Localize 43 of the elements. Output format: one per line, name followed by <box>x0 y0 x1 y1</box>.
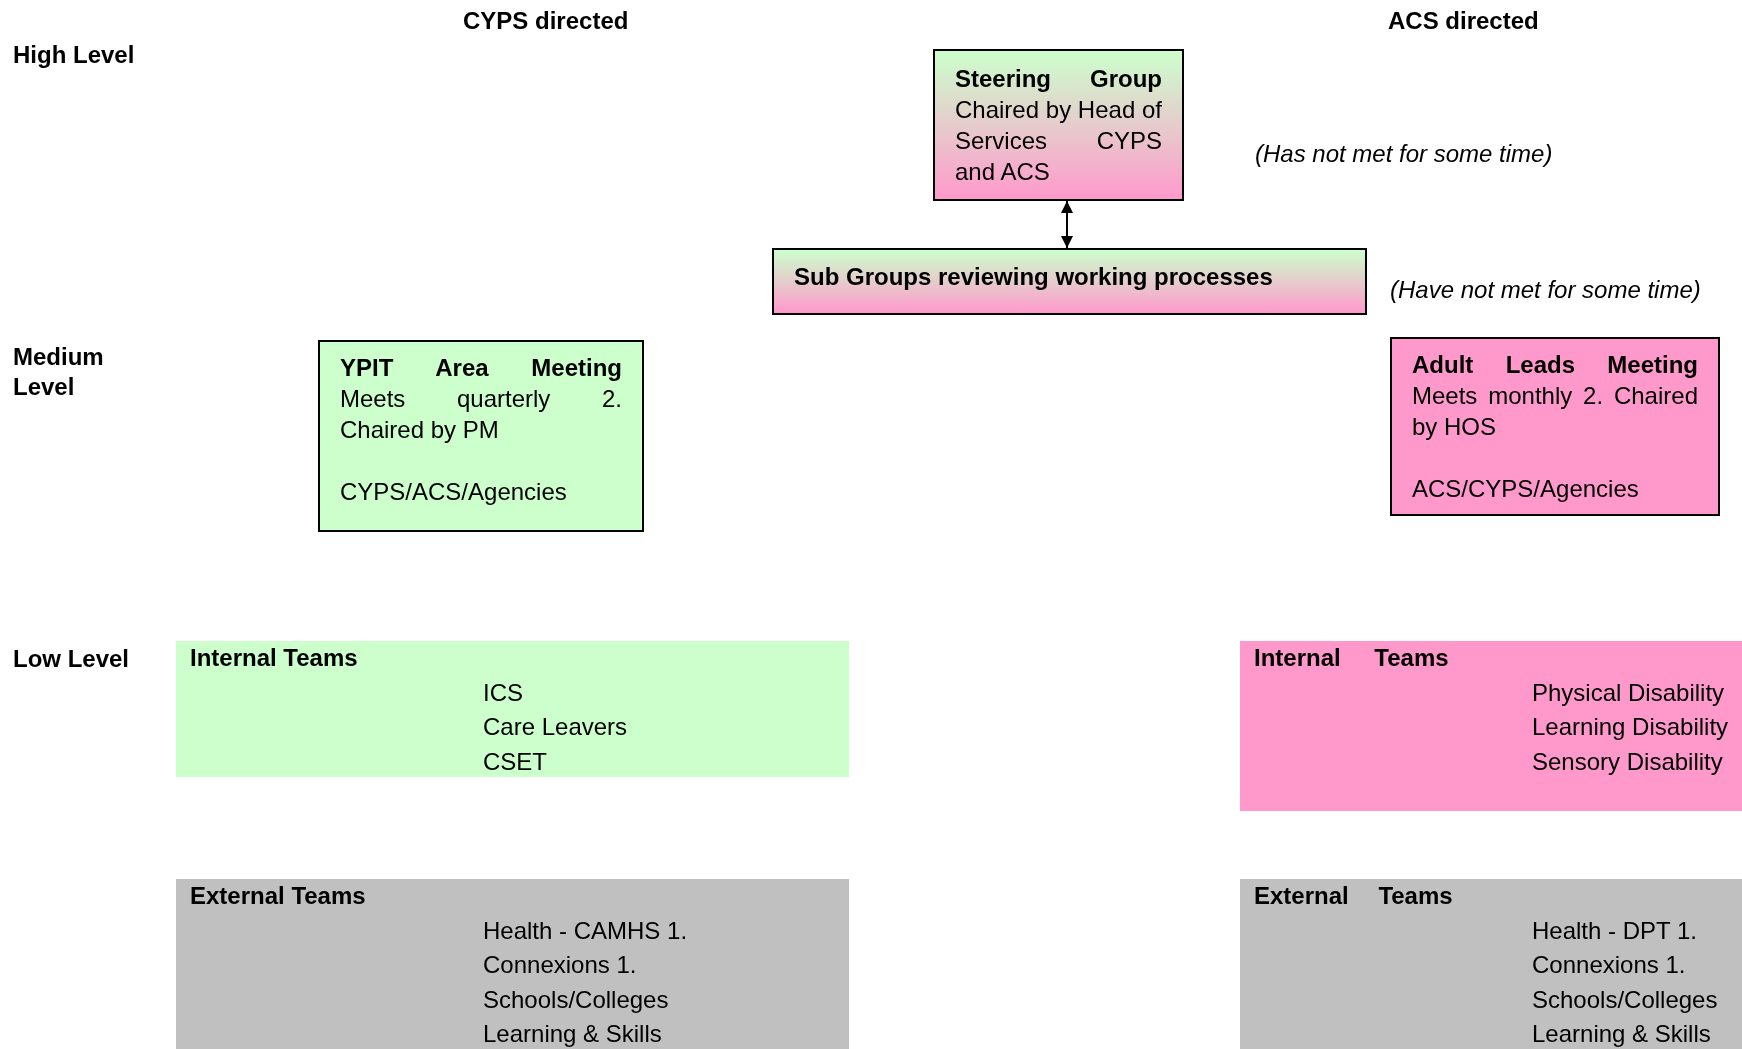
team-name: CSET <box>482 746 548 777</box>
box-text: ACS/CYPS/Agencies <box>1412 474 1640 504</box>
box-text: CYPS/ACS/Agencies <box>340 477 568 507</box>
box-text: Meets monthly 2. Chaired by HOS <box>1412 381 1698 442</box>
box-text: Chaired by Head of Services CYPS and ACS <box>955 95 1162 187</box>
team-name: Learning & Skills <box>1531 1019 1712 1049</box>
meeting-box <box>1390 337 1720 516</box>
team-name: Connexions 1. <box>482 950 638 980</box>
box-heading: Adult Leads Meeting <box>1412 350 1698 380</box>
team-name: Health - CAMHS 1. <box>482 915 689 946</box>
note: (Have not met for some time) <box>1390 275 1701 305</box>
team-name: Health - DPT 1. <box>1531 915 1698 946</box>
team-name: Sensory Disability <box>1531 746 1724 777</box>
team-name: Learning & Skills <box>482 1019 663 1049</box>
panel-heading: External Teams <box>1254 881 1454 911</box>
team-name: Learning Disability <box>1531 712 1730 742</box>
column-heading: CYPS directed <box>463 6 629 36</box>
panel-heading: Internal Teams <box>1254 643 1450 673</box>
level-label: Low Level <box>13 644 130 674</box>
team-panel <box>1240 879 1742 1049</box>
team-name: ICS <box>482 677 524 708</box>
team-name: Schools/Colleges <box>482 984 670 1015</box>
note: (Has not met for some time) <box>1255 139 1553 169</box>
meeting-box <box>318 340 644 532</box>
team-name: Physical Disability <box>1531 677 1726 708</box>
team-name: Connexions 1. <box>1531 950 1687 980</box>
process-box <box>772 248 1367 315</box>
team-panel <box>176 641 849 777</box>
team-panel <box>176 879 849 1049</box>
meeting-box <box>933 49 1184 201</box>
box-heading: Steering Group <box>955 64 1162 94</box>
box-text: Meets quarterly 2. Chaired by PM <box>340 384 622 445</box>
team-name: Care Leavers <box>482 712 629 742</box>
panel-heading: External Teams <box>190 881 367 911</box>
box-heading: YPIT Area Meeting <box>340 353 622 383</box>
level-label: High Level <box>13 40 135 70</box>
arrow <box>1061 200 1073 249</box>
team-name: Schools/Colleges <box>1531 984 1719 1015</box>
panel-heading: Internal Teams <box>190 643 359 673</box>
level-label: Medium Level <box>13 342 105 402</box>
box-heading: Sub Groups reviewing working processes <box>794 262 1274 292</box>
column-heading: ACS directed <box>1388 6 1539 36</box>
team-panel <box>1240 641 1742 811</box>
